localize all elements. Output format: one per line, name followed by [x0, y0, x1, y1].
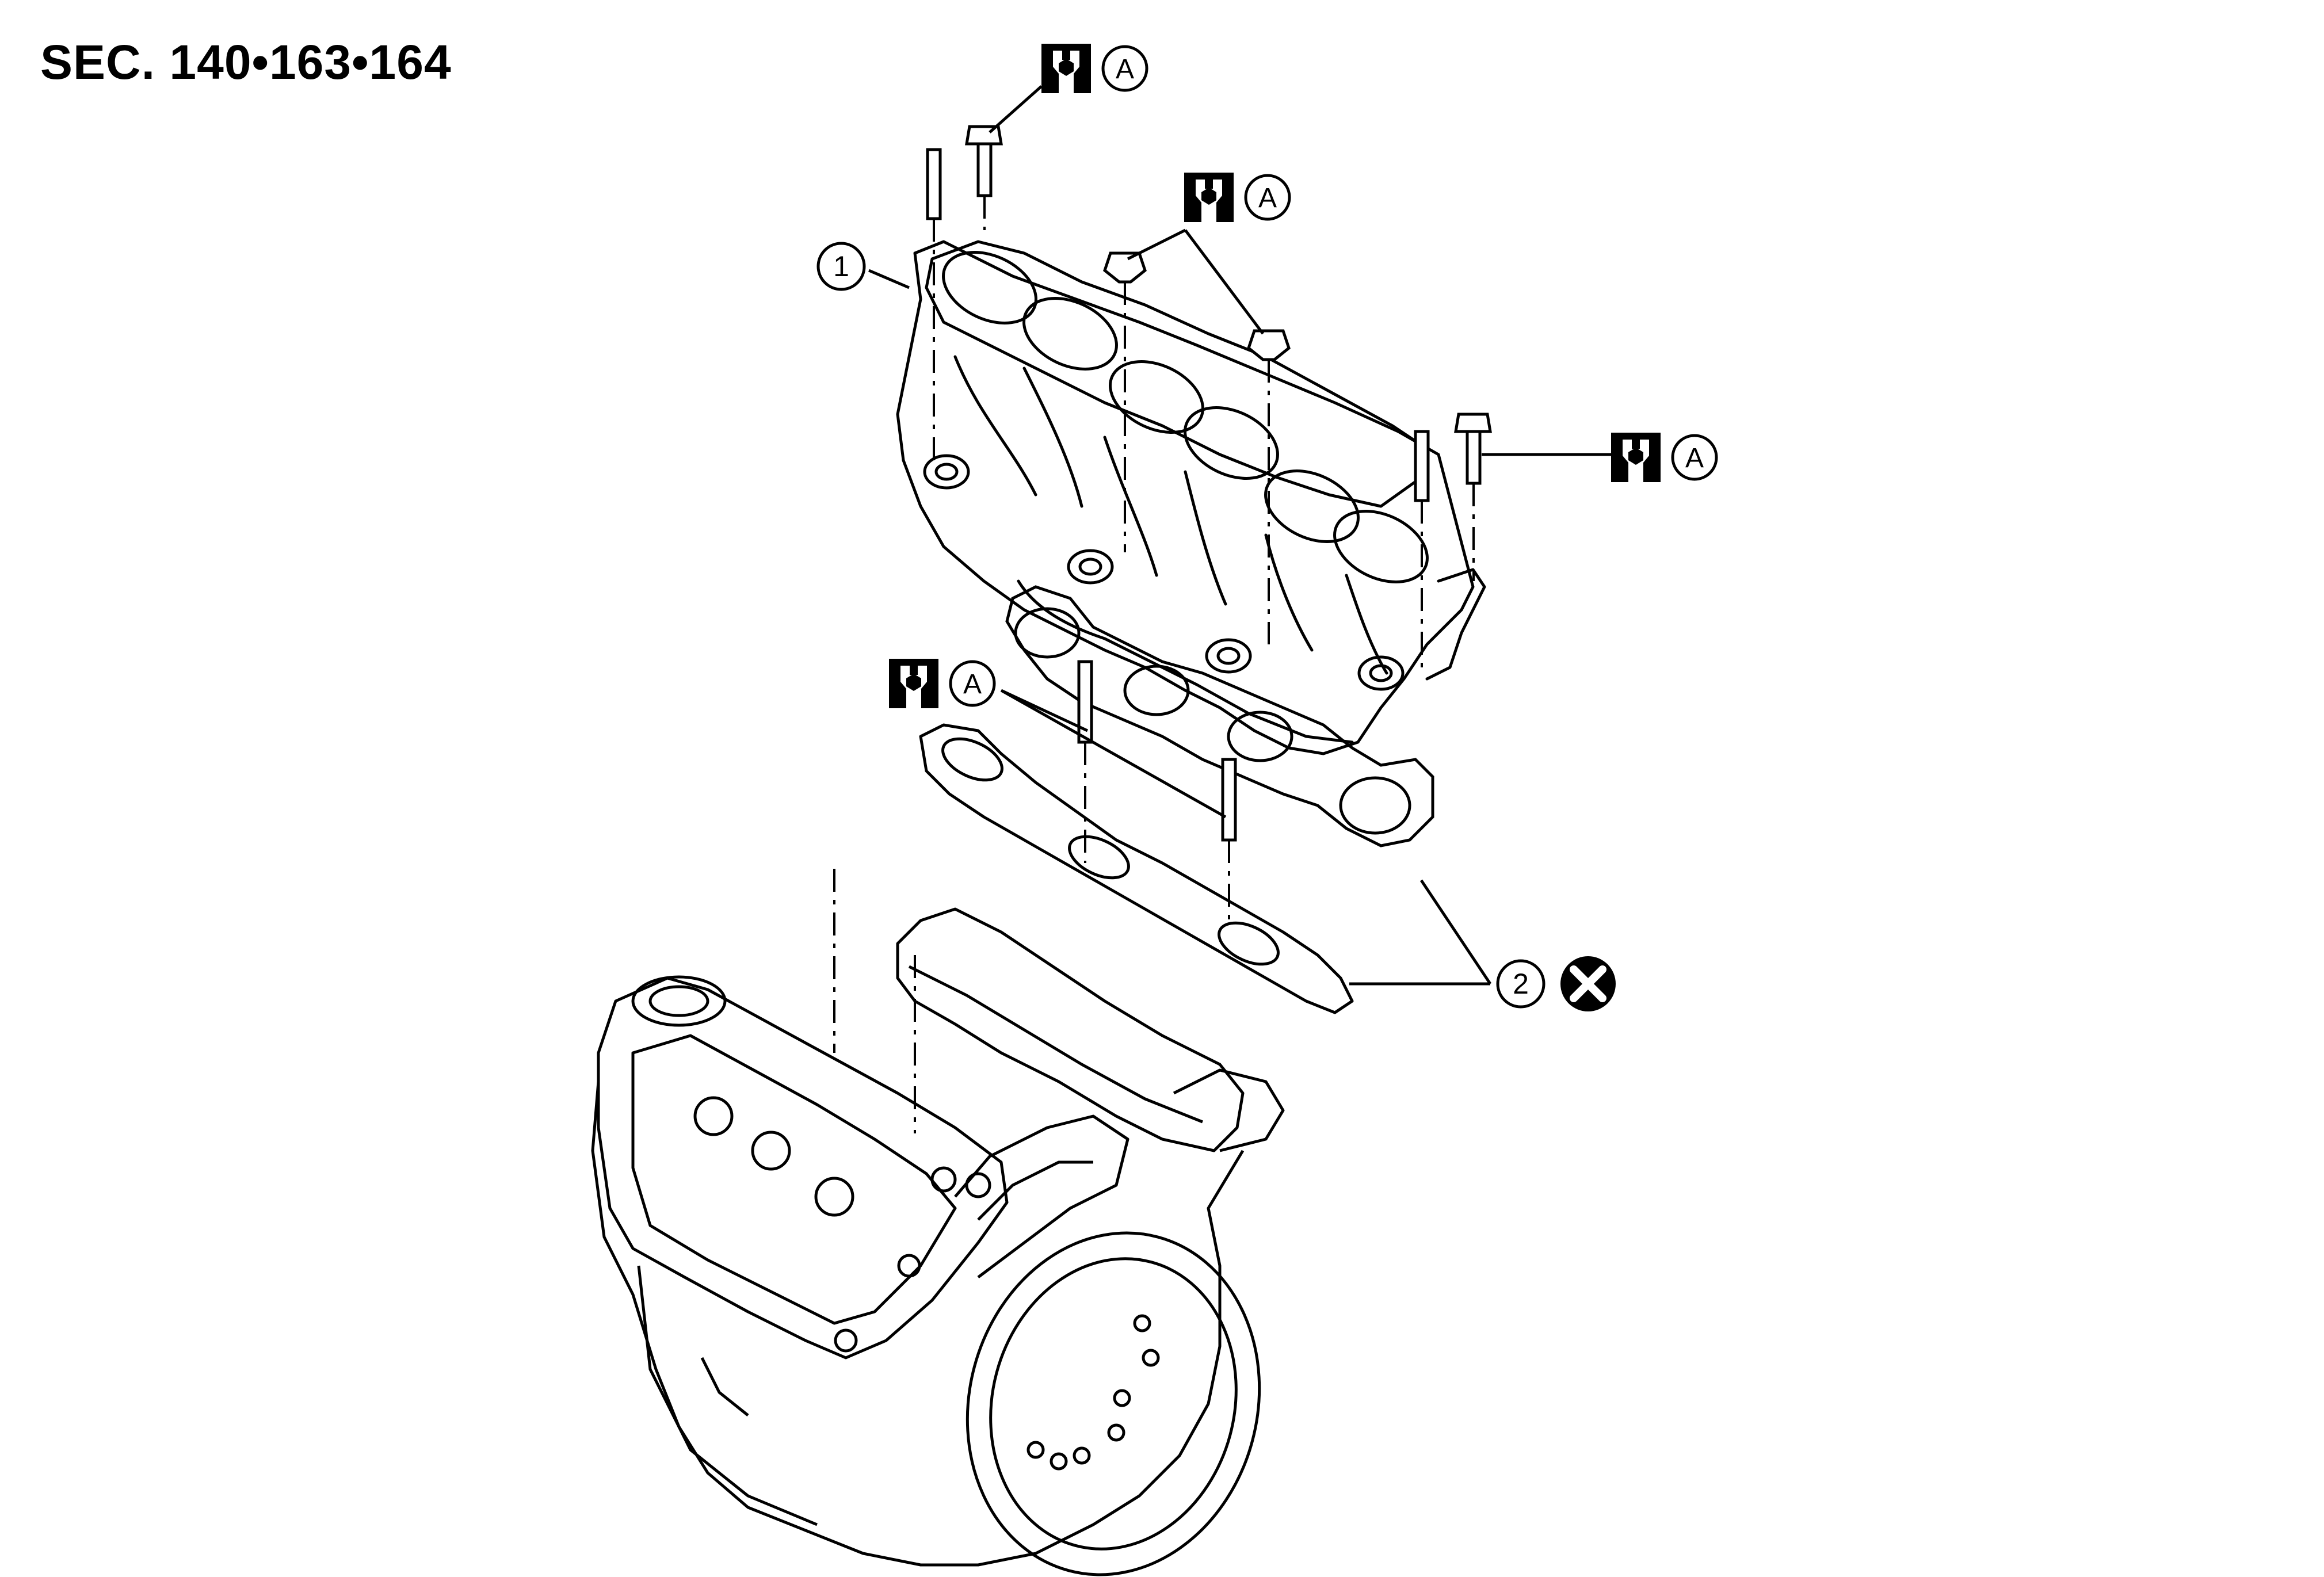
tightening-torque-icon [1041, 44, 1091, 93]
nut-1 [1103, 251, 1147, 284]
mounting-bolt-head-1 [965, 125, 1003, 146]
leader-torque-2b [1184, 229, 1264, 335]
torque-marker-3: A [1611, 433, 1718, 482]
engine-block [591, 1081, 1245, 1567]
nut-2 [1247, 329, 1291, 361]
tightening-torque-icon [1611, 433, 1661, 482]
stud-bolt-2 [1414, 430, 1430, 502]
torque-marker-2: A [1184, 173, 1291, 222]
intake-manifold [896, 240, 1486, 755]
leader-lines [868, 85, 1611, 986]
torque-marker-3-letter: A [1685, 443, 1704, 474]
torque-marker-4-letter: A [963, 669, 982, 700]
mounting-bolt-head-2 [1454, 413, 1492, 433]
drive-plate [966, 1231, 1261, 1576]
torque-marker-1-letter: A [1116, 54, 1134, 85]
callout-1-number: 1 [833, 250, 849, 282]
valve-cover [631, 1034, 957, 1325]
left-cylinder-head [597, 976, 1009, 1360]
engine-assembly [591, 907, 1285, 1576]
tightening-torque-icon [889, 659, 938, 708]
torque-marker-1: A [1041, 44, 1148, 93]
stud-bolt-1 [926, 148, 942, 220]
alignment-lines [833, 196, 1475, 1133]
leader-callout-1 [868, 269, 910, 289]
leader-torque-4b [1000, 689, 1227, 819]
leader-torque-1 [989, 85, 1043, 133]
manifold-flange-face [1005, 585, 1434, 847]
fasteners [926, 125, 1492, 842]
oil-filler-cap [631, 975, 727, 1027]
leader-callout-2a [1419, 879, 1492, 985]
callout-2: 2 [1496, 959, 1545, 1009]
intake-manifold-gasket [919, 723, 1354, 1014]
callout-2-number: 2 [1513, 968, 1529, 1000]
torque-marker-4: A [889, 659, 996, 708]
do-not-reuse-icon [1560, 956, 1616, 1011]
leader-torque-2a [1127, 228, 1186, 261]
right-cylinder-head [896, 907, 1245, 1152]
torque-marker-2-letter: A [1258, 183, 1277, 213]
section-label: SEC. 140•163•164 [40, 35, 452, 89]
tightening-torque-icon [1184, 173, 1234, 222]
stud-bolt-4 [1221, 758, 1237, 842]
callout-1: 1 [816, 242, 866, 291]
